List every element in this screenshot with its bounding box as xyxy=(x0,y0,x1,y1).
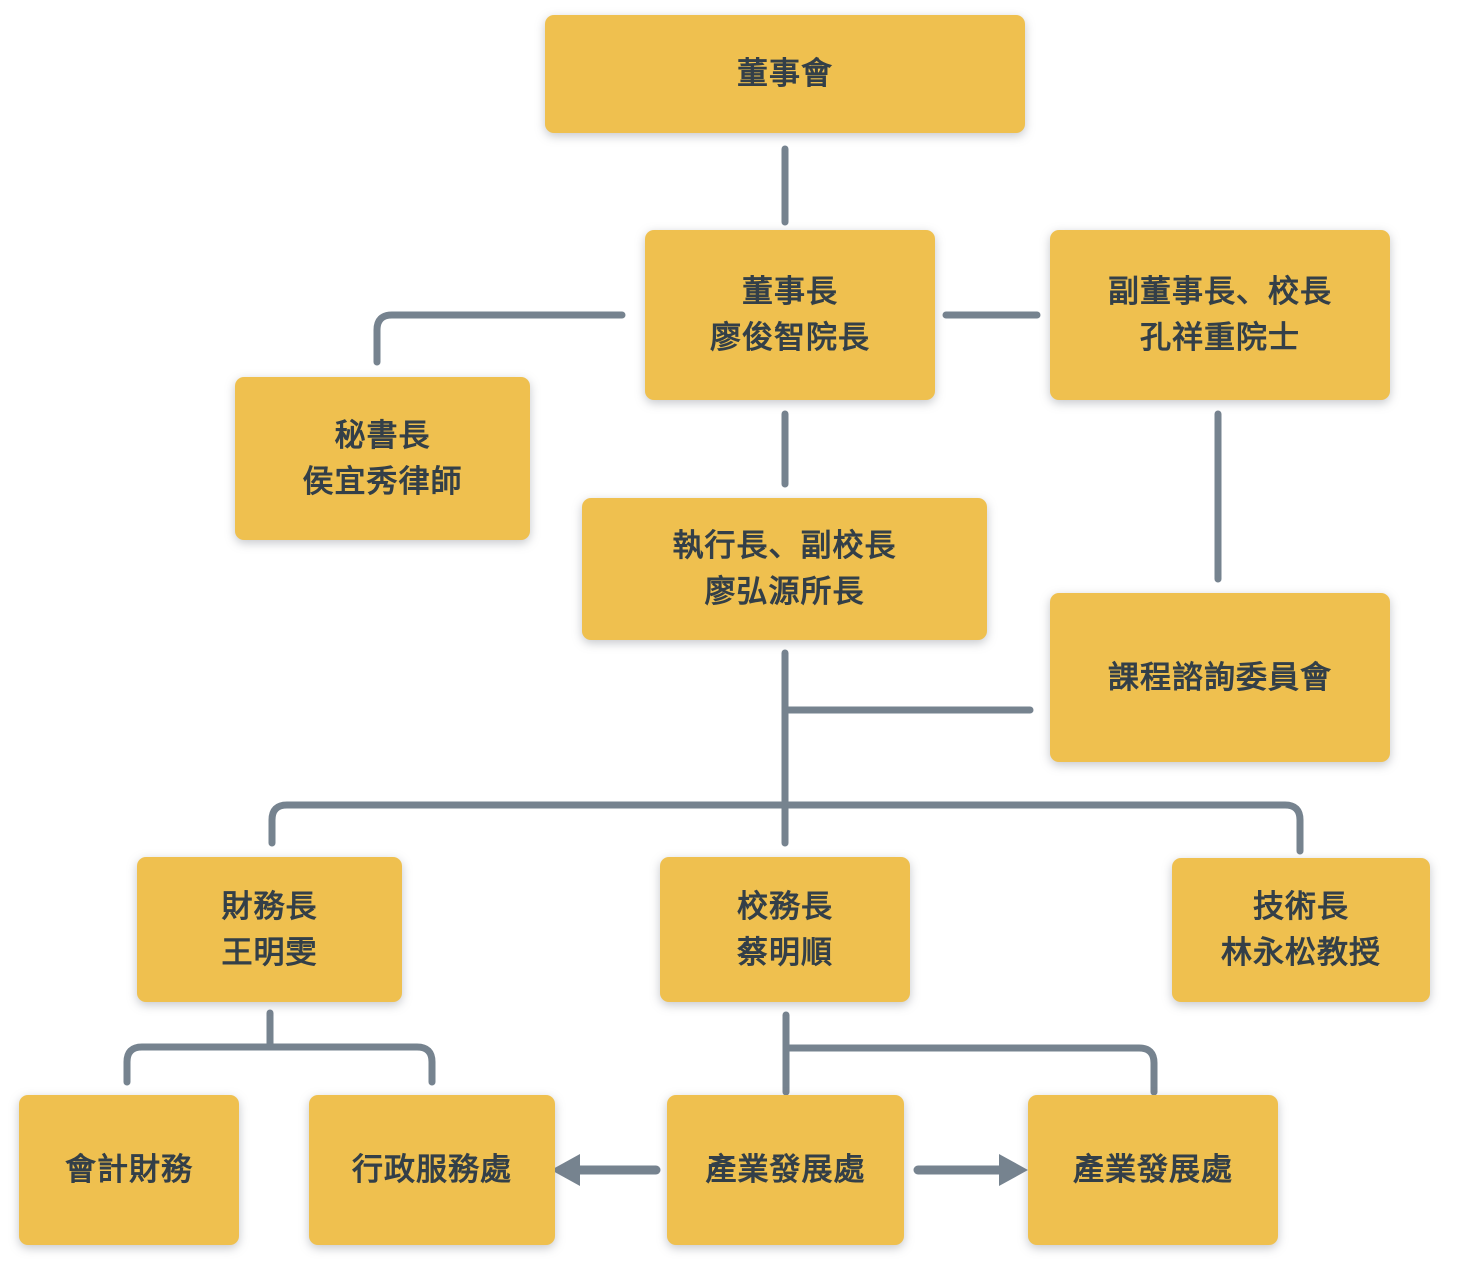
node-cto: 技術長 林永松教授 xyxy=(1172,858,1430,1002)
node-title: 校務長 xyxy=(737,888,833,924)
node-industry-development-office-right: 產業發展處 xyxy=(1028,1095,1278,1245)
node-label: 產業發展處 xyxy=(1073,1152,1233,1187)
edge-cfo-children xyxy=(123,1043,436,1086)
node-cfo: 財務長 王明雯 xyxy=(137,857,402,1002)
node-label: 行政服務處 xyxy=(352,1152,512,1187)
node-secretary-general: 秘書長 侯宜秀律師 xyxy=(235,377,530,540)
node-title: 執行長、副校長 xyxy=(672,528,897,563)
node-person: 蔡明順 xyxy=(737,934,833,970)
node-person: 王明雯 xyxy=(221,934,318,970)
node-label: 產業發展處 xyxy=(705,1152,866,1187)
edge-branch-cfo-cto xyxy=(268,801,1304,855)
node-accounting-finance: 會計財務 xyxy=(19,1095,239,1245)
node-title: 董事長 xyxy=(742,274,838,309)
node-curriculum-advisory-committee: 課程諮詢委員會 xyxy=(1050,593,1390,762)
node-person: 孔祥重院士 xyxy=(1140,320,1300,355)
node-title: 財務長 xyxy=(221,888,318,924)
node-label: 董事會 xyxy=(737,56,833,91)
node-person: 侯宜秀律師 xyxy=(302,463,463,499)
node-label: 會計財務 xyxy=(65,1152,193,1187)
node-title: 技術長 xyxy=(1253,889,1349,924)
node-person: 林永松教授 xyxy=(1221,935,1381,970)
node-title: 秘書長 xyxy=(334,417,431,453)
node-person: 廖弘源所長 xyxy=(704,574,865,609)
edge-dean-industry-right xyxy=(782,1044,1158,1096)
node-person: 廖俊智院長 xyxy=(710,320,870,355)
node-chairman: 董事長 廖俊智院長 xyxy=(645,230,935,400)
node-title: 副董事長、校長 xyxy=(1108,274,1332,309)
arrow-right-head xyxy=(999,1154,1028,1186)
arrow-left-head xyxy=(551,1154,580,1186)
node-vice-chairman-president: 副董事長、校長 孔祥重院士 xyxy=(1050,230,1390,400)
node-industry-development-office-left: 產業發展處 xyxy=(667,1095,904,1245)
edge-chairman-secretary xyxy=(373,311,626,366)
node-academic-dean: 校務長 蔡明順 xyxy=(660,857,910,1002)
node-label: 課程諮詢委員會 xyxy=(1108,659,1332,695)
node-ceo-vice-president: 執行長、副校長 廖弘源所長 xyxy=(582,498,987,640)
node-admin-services-office: 行政服務處 xyxy=(309,1095,555,1245)
node-board-of-directors: 董事會 xyxy=(545,15,1025,133)
